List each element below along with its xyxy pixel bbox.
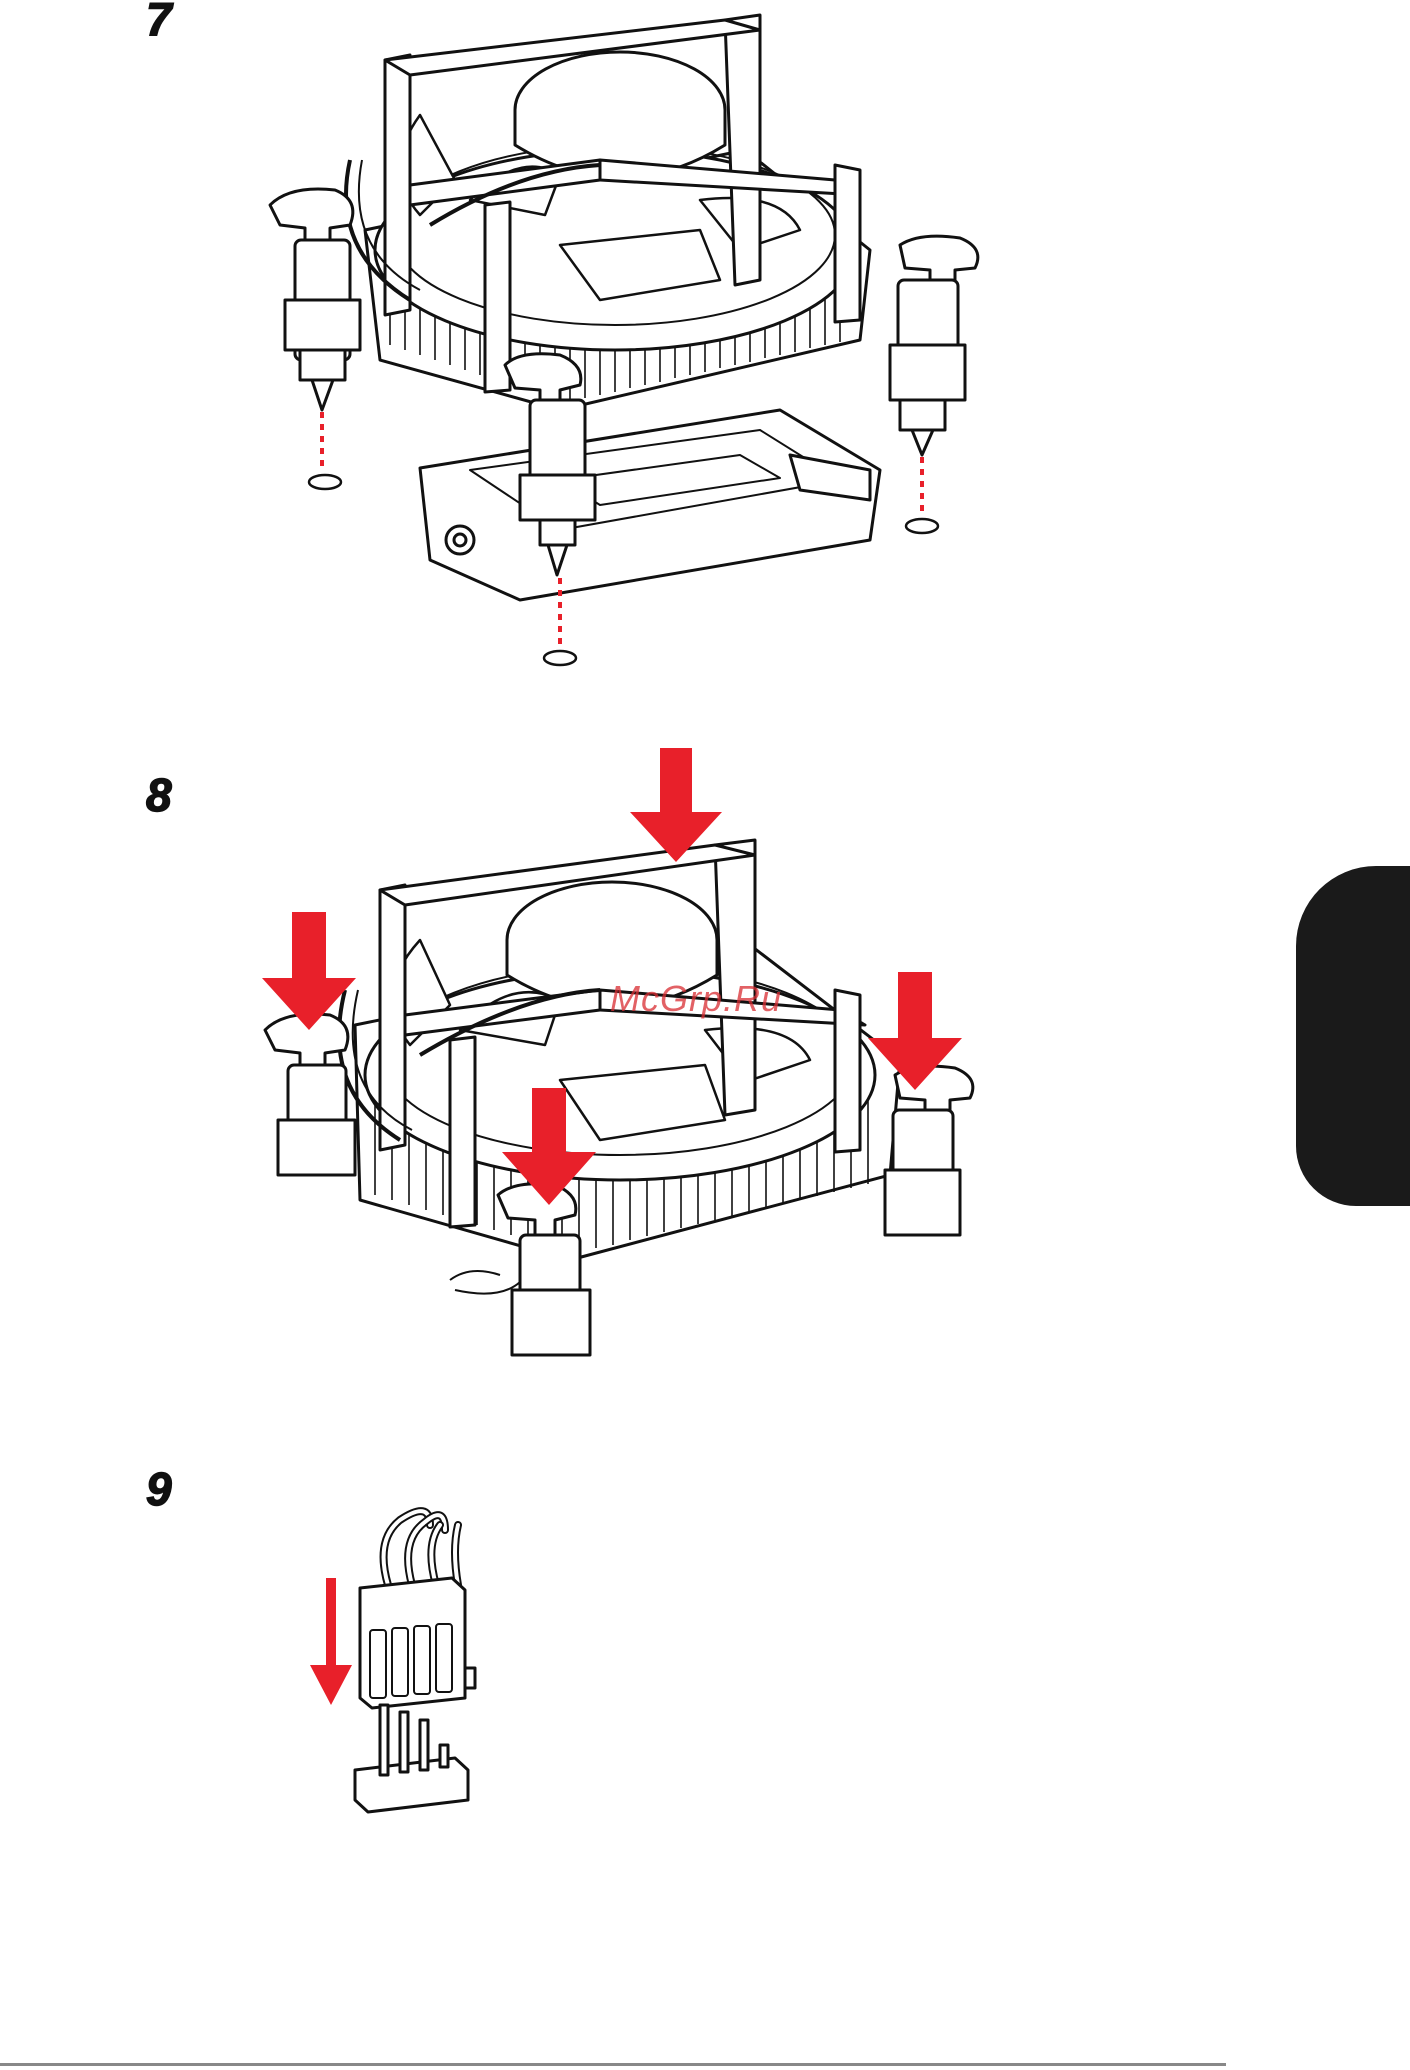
insert-arrow-icon: [310, 1578, 352, 1705]
fan-header: [355, 1758, 468, 1812]
step9-fan-connector-illustration: [0, 0, 1410, 1820]
fan-connector-plug: [360, 1578, 465, 1708]
bottom-rule: [0, 2063, 1226, 2066]
